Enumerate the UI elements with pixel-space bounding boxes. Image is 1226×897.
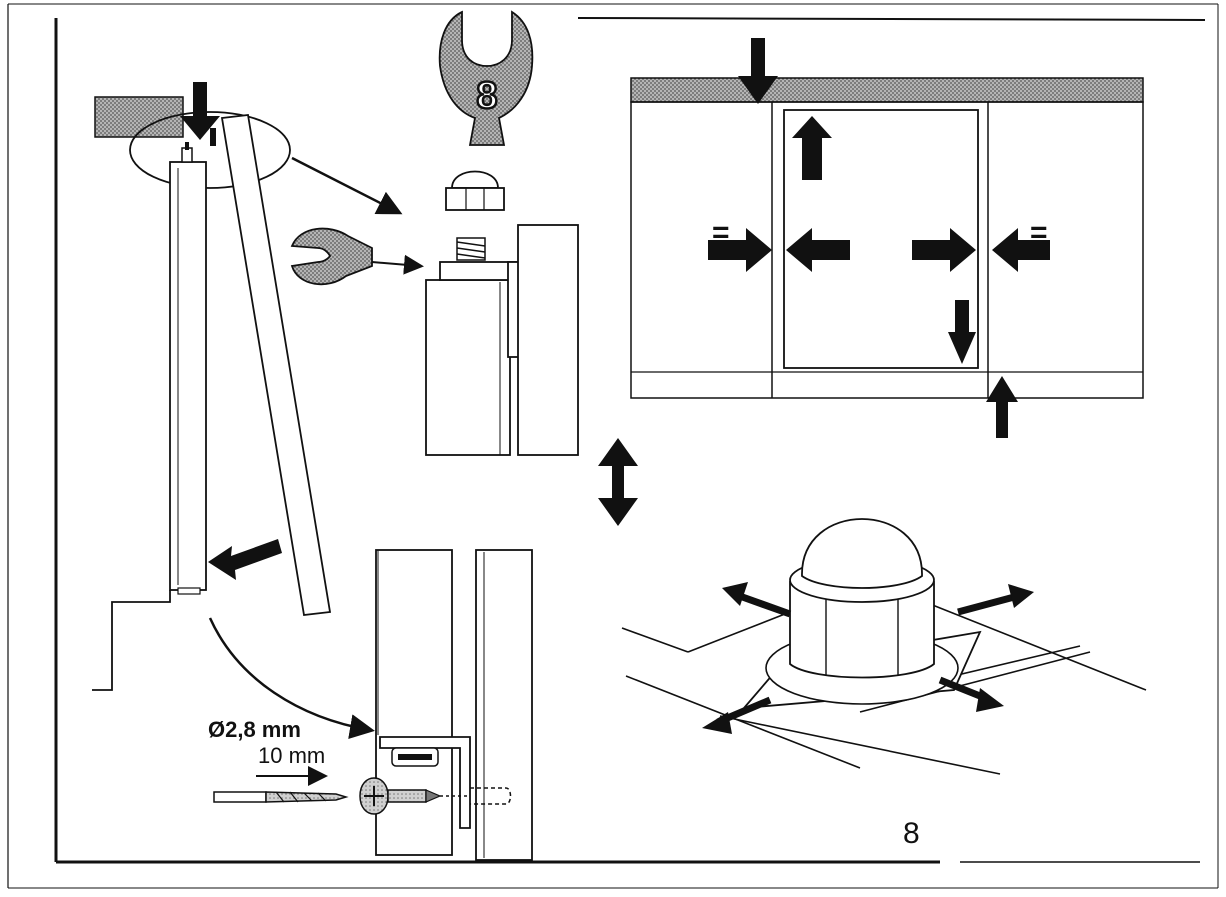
diagonal-arrow-icon [722, 582, 792, 618]
left-arrow-icon [786, 228, 850, 272]
cabinet-outline [630, 101, 1144, 399]
up-arrow-icon [792, 116, 832, 180]
threaded-stud [456, 237, 486, 261]
diagonal-arrow-icon [938, 676, 1004, 712]
hinge-plate-bottom [379, 736, 471, 829]
down-arrow-icon [180, 82, 220, 140]
equal-mark-left: = [712, 216, 730, 249]
up-arrow-icon [986, 376, 1018, 438]
right-arrow-icon [912, 228, 976, 272]
cabinet-side-panel [169, 161, 207, 591]
down-arrow-icon [738, 38, 778, 104]
side-panel-bottom [375, 549, 453, 856]
nut-tightening-detail: 8 [290, 10, 579, 456]
detail-zoom-ellipse [129, 111, 291, 189]
drilling-detail: Ø2,8 mm 10 mm [208, 549, 533, 861]
cap-nut-icon [445, 170, 505, 211]
cap-nut-icon [789, 518, 935, 679]
right-arrow-icon [708, 228, 772, 272]
cap-nut-adjustment-view [621, 518, 1147, 775]
left-arrow-icon [992, 228, 1050, 272]
double-vertical-arrow-icon [598, 438, 638, 526]
step-number: 8 [903, 817, 920, 850]
worktop-strip [630, 77, 1144, 103]
detail-curve-arrow [208, 617, 375, 739]
wrench-size-label: 8 [476, 75, 497, 117]
door-panel-tilted [220, 114, 332, 616]
screw-icon [359, 777, 512, 815]
page-frame [7, 3, 1219, 889]
front-alignment-view: = = [630, 38, 1144, 438]
left-panel [92, 82, 403, 739]
door-edge-top [517, 224, 579, 456]
drill-diameter-label: Ø2,8 mm [208, 717, 301, 742]
down-arrow-icon [948, 300, 976, 364]
door-edge-bottom [475, 549, 533, 861]
left-arrow-icon [208, 539, 282, 580]
zoom-pointer-arrow [291, 156, 403, 215]
wrench-icon: 8 [438, 10, 534, 146]
drill-bit-icon [213, 791, 349, 803]
equal-mark-right: = [1030, 216, 1048, 249]
diagonal-arrow-icon [957, 584, 1034, 616]
side-panel-top [425, 279, 511, 456]
drill-depth-label: 10 mm [258, 743, 325, 768]
wrench-icon [290, 227, 424, 286]
plinth-outline [92, 590, 171, 691]
diagonal-arrow-icon [702, 696, 772, 734]
